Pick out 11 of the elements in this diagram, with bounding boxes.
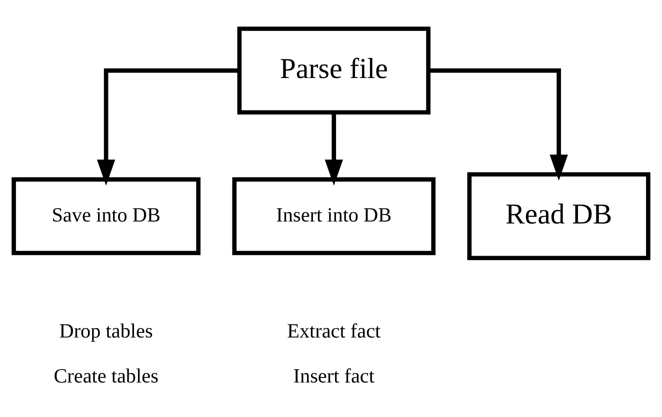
arrow [324,112,343,186]
node-label: Create tables [54,364,158,387]
node-box: Save into DB [12,176,201,255]
arrow [96,68,240,186]
arrow [428,68,568,180]
node-box: Insert into DB [232,176,436,255]
node-box: Parse file [237,26,430,114]
node-box: Read DB [467,172,650,260]
node-label: Insert fact [293,364,374,387]
node-label: Drop tables [59,320,153,342]
node-label: Extract fact [287,320,381,342]
